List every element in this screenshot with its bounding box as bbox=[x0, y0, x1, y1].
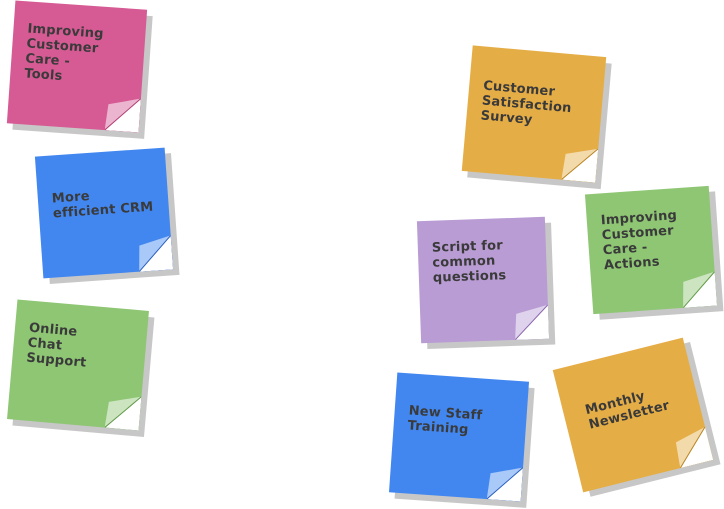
page-curl-icon bbox=[486, 465, 524, 502]
sticky-note-script-for-common-questions[interactable]: Script for common questions bbox=[416, 216, 550, 344]
page-curl-icon bbox=[104, 96, 141, 133]
sticky-note-customer-satisfaction-survey[interactable]: Customer Satisfaction Survey bbox=[461, 45, 607, 183]
sticky-note-more-efficient-crm[interactable]: More efficient CRM bbox=[34, 147, 174, 279]
sticky-note-label: Customer Satisfaction Survey bbox=[479, 78, 573, 128]
sticky-note-label: More efficient CRM bbox=[51, 188, 154, 222]
sticky-note-label: Script for common questions bbox=[431, 238, 507, 286]
sticky-note-new-staff-training[interactable]: New Staff Training bbox=[388, 372, 530, 502]
sticky-note-improving-customer-care-tools[interactable]: Improving Customer Care - Tools bbox=[6, 0, 148, 133]
sticky-note-online-chat-support[interactable]: Online Chat Support bbox=[7, 299, 149, 431]
sticky-note-label: Improving Customer Care - Actions bbox=[600, 208, 678, 274]
sticky-note-label: Online Chat Support bbox=[25, 320, 88, 371]
page-curl-icon bbox=[561, 146, 599, 183]
page-curl-icon bbox=[681, 271, 718, 308]
sticky-note-improving-customer-care-actions[interactable]: Improving Customer Care - Actions bbox=[584, 185, 718, 315]
page-curl-icon bbox=[672, 426, 714, 469]
page-curl-icon bbox=[137, 235, 174, 272]
sticky-note-label: Monthly Newsletter bbox=[583, 388, 671, 433]
sticky-note-monthly-newsletter[interactable]: Monthly Newsletter bbox=[552, 337, 714, 493]
page-curl-icon bbox=[514, 304, 550, 340]
sticky-note-label: Improving Customer Care - Tools bbox=[23, 21, 105, 84]
page-curl-icon bbox=[104, 394, 142, 431]
sticky-note-label: New Staff Training bbox=[407, 403, 483, 438]
